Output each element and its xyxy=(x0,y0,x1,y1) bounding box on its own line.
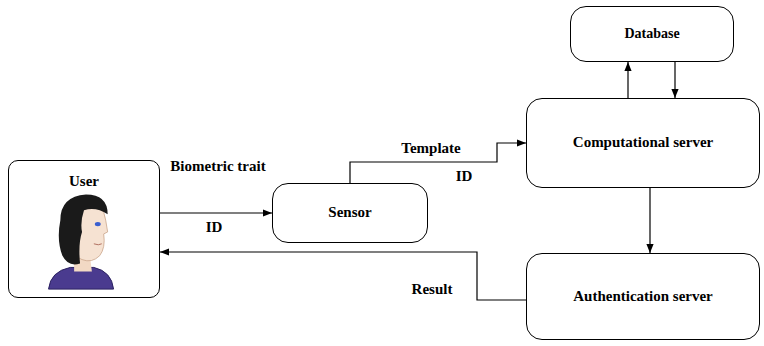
node-text: Computational server xyxy=(573,134,713,151)
edge-label: Result xyxy=(400,281,464,298)
id-label: ID xyxy=(448,168,480,185)
node-text: Authentication server xyxy=(573,288,713,305)
connector-arrow xyxy=(674,62,675,98)
server-box: Computational server xyxy=(526,98,760,188)
node-text: User xyxy=(69,173,99,190)
node-text: Database xyxy=(624,26,679,42)
connector-arrow xyxy=(627,62,628,98)
sensor-box: Sensor xyxy=(272,183,428,243)
edge-label: Biometric trait xyxy=(168,158,268,175)
node-text: Sensor xyxy=(328,204,371,221)
edge-label: Template xyxy=(392,140,470,157)
connector-arrow xyxy=(160,212,272,213)
user-box: User xyxy=(8,160,160,298)
connector-arrow xyxy=(160,252,526,300)
id-label: ID xyxy=(198,219,230,236)
database-box: Database xyxy=(570,6,734,62)
server-box: Authentication server xyxy=(526,253,760,340)
connector-arrow xyxy=(649,188,650,253)
